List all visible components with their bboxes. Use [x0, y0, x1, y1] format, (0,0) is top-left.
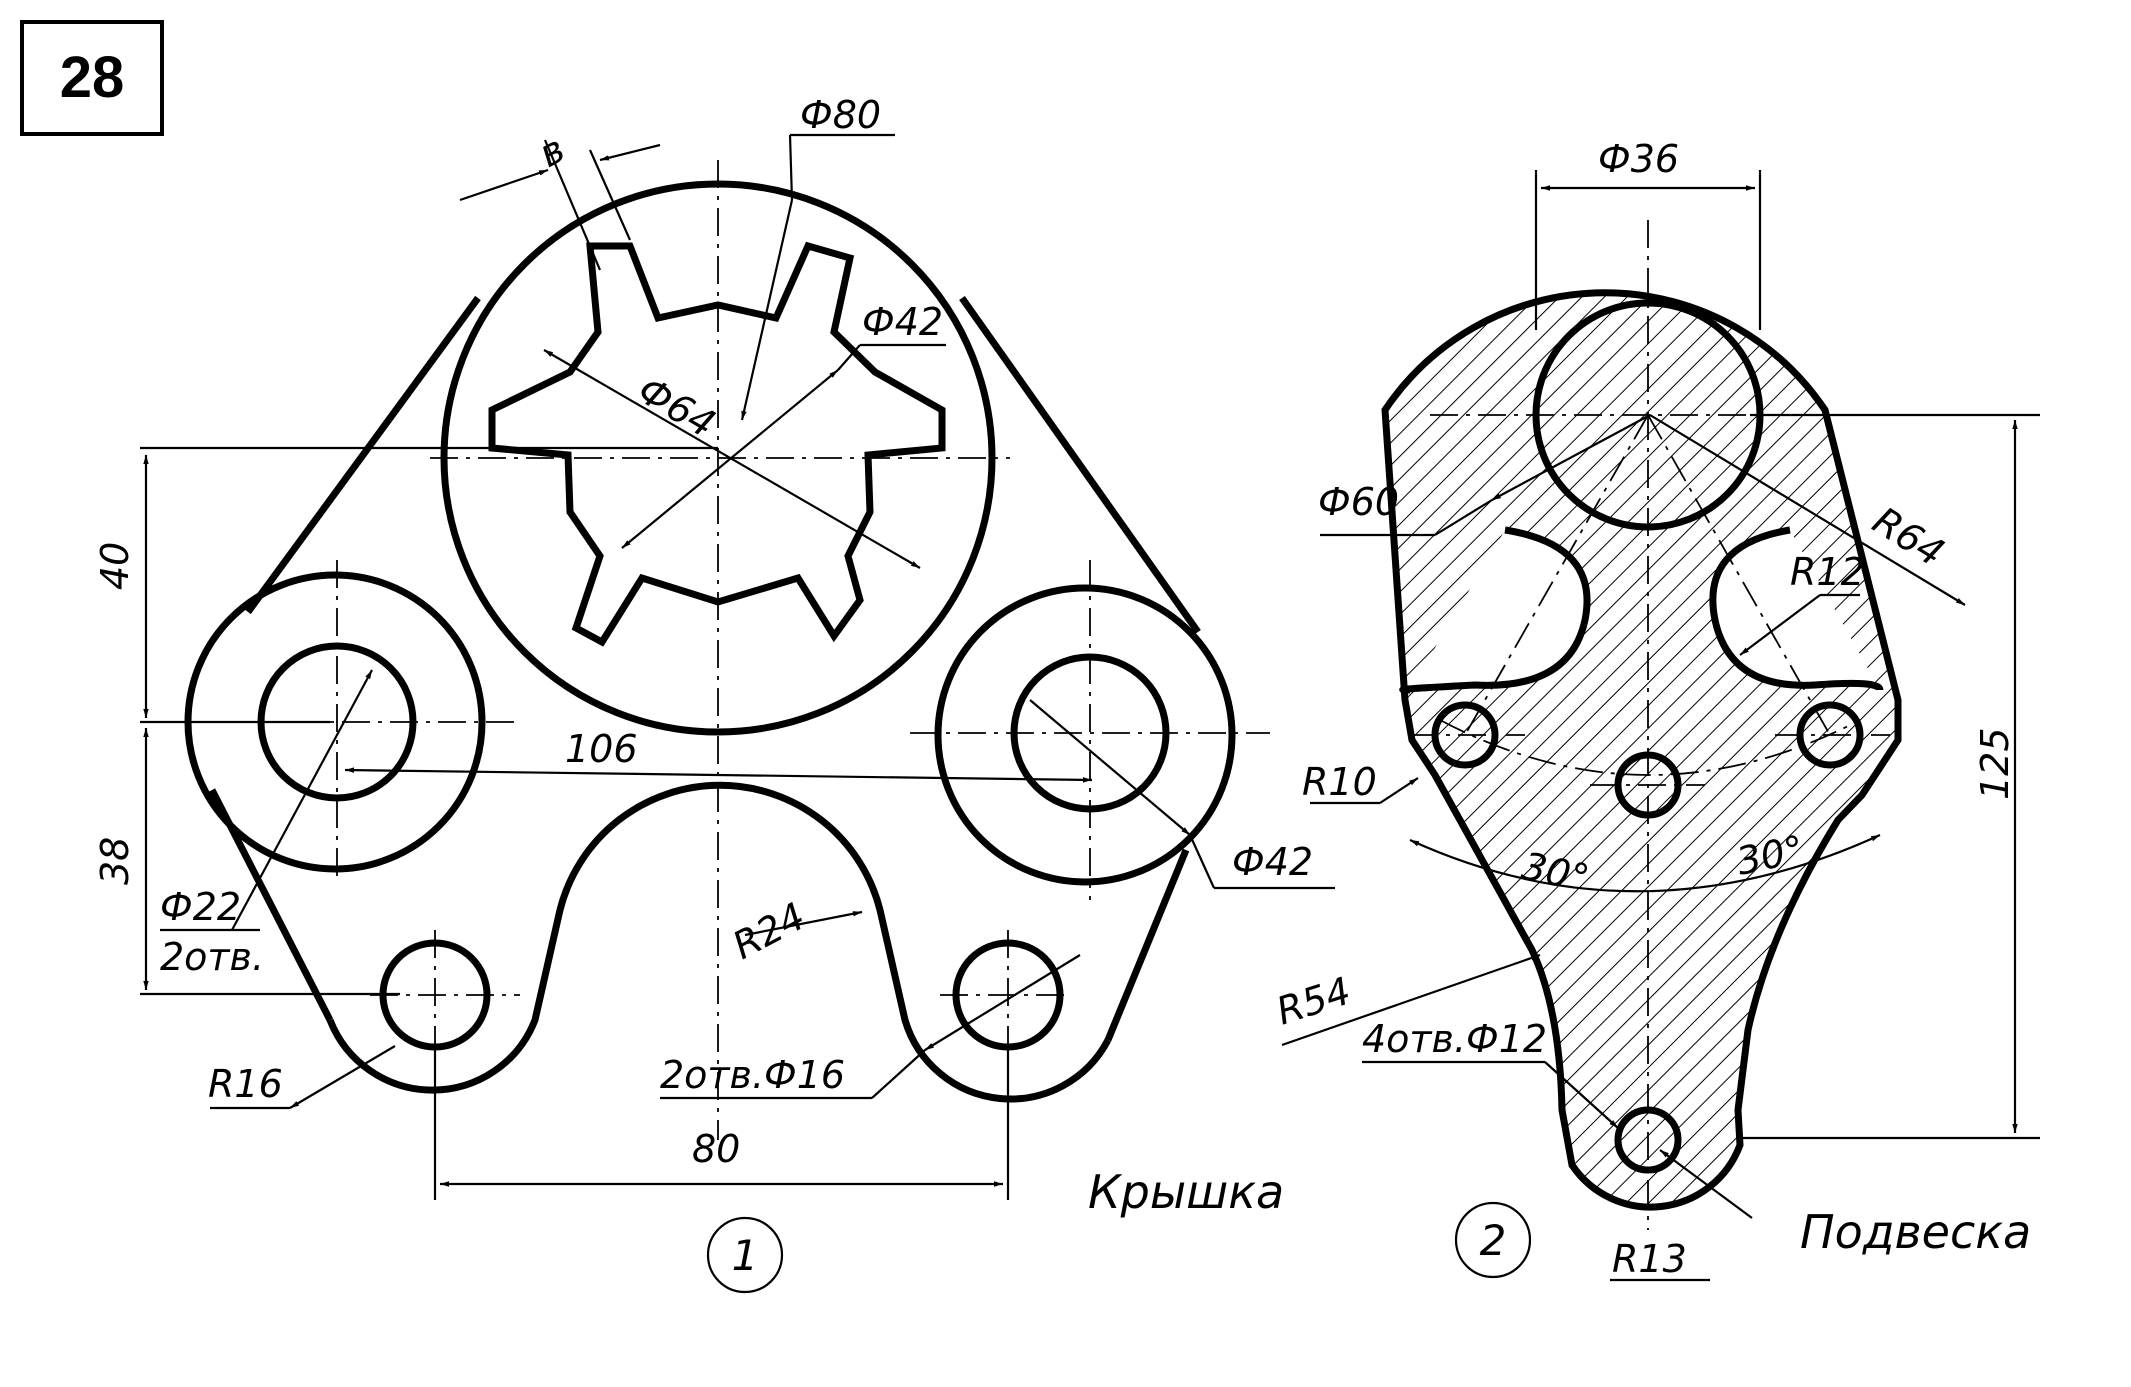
part-2-dimensions: [1281, 170, 2040, 1282]
part-1-dimensions: [140, 133, 1335, 1200]
dim-holes-16: 2отв.Ф16: [660, 1053, 845, 1097]
dim-holes-2: 2отв.: [160, 935, 264, 979]
dim-d36: Ф36: [1598, 137, 1679, 181]
dim-r24: R24: [726, 894, 813, 968]
part-2-section: [1381, 289, 1902, 1211]
part-1-outline: [184, 180, 1236, 1103]
dim-d64: Ф64: [631, 368, 723, 447]
dim-d22: Ф22: [160, 885, 241, 929]
part-1-index-circle: [706, 1216, 784, 1294]
dim-d42-right: Ф42: [1232, 840, 1313, 884]
dim-38: 38: [93, 837, 137, 885]
part-1-labels: в Ф80 Ф42 Ф64 40 106 38 Ф22 2отв. R24 Ф4…: [93, 93, 1313, 1294]
dim-40: 40: [93, 542, 137, 590]
part-2-index: 2: [1480, 1216, 1507, 1265]
dim-80: 80: [692, 1127, 740, 1171]
dim-106: 106: [565, 727, 638, 771]
spline-hole: [488, 241, 946, 647]
dim-125: 125: [1973, 727, 2017, 800]
dim-d42-top: Ф42: [862, 300, 943, 344]
notch-left: [1399, 526, 1591, 694]
dim-r10: R10: [1302, 760, 1377, 804]
notch-right: [1709, 526, 1884, 692]
part-2-title: Подвеска: [1800, 1205, 2031, 1259]
dim-holes-4: 4отв.Ф12: [1362, 1017, 1547, 1061]
dim-b: в: [532, 127, 572, 176]
sheet-number-box: 28: [20, 20, 164, 136]
part-1-title: Крышка: [1088, 1165, 1284, 1219]
dim-r12: R12: [1790, 550, 1865, 594]
part-2-hanger: Ф36 Ф60 R64 R12 R10 30° 30° 125 R54 4отв…: [1271, 137, 2040, 1282]
sheet-number: 28: [60, 45, 125, 110]
dim-r64: R64: [1865, 498, 1952, 575]
dim-d80: Ф80: [800, 93, 881, 137]
part-1-cover: в Ф80 Ф42 Ф64 40 106 38 Ф22 2отв. R24 Ф4…: [93, 93, 1335, 1294]
dim-r13: R13: [1612, 1237, 1687, 1281]
dim-d60: Ф60: [1318, 480, 1399, 524]
part-2-index-circle: [1454, 1201, 1532, 1279]
part-1-index: 1: [732, 1231, 759, 1280]
dim-r16: R16: [208, 1062, 283, 1106]
